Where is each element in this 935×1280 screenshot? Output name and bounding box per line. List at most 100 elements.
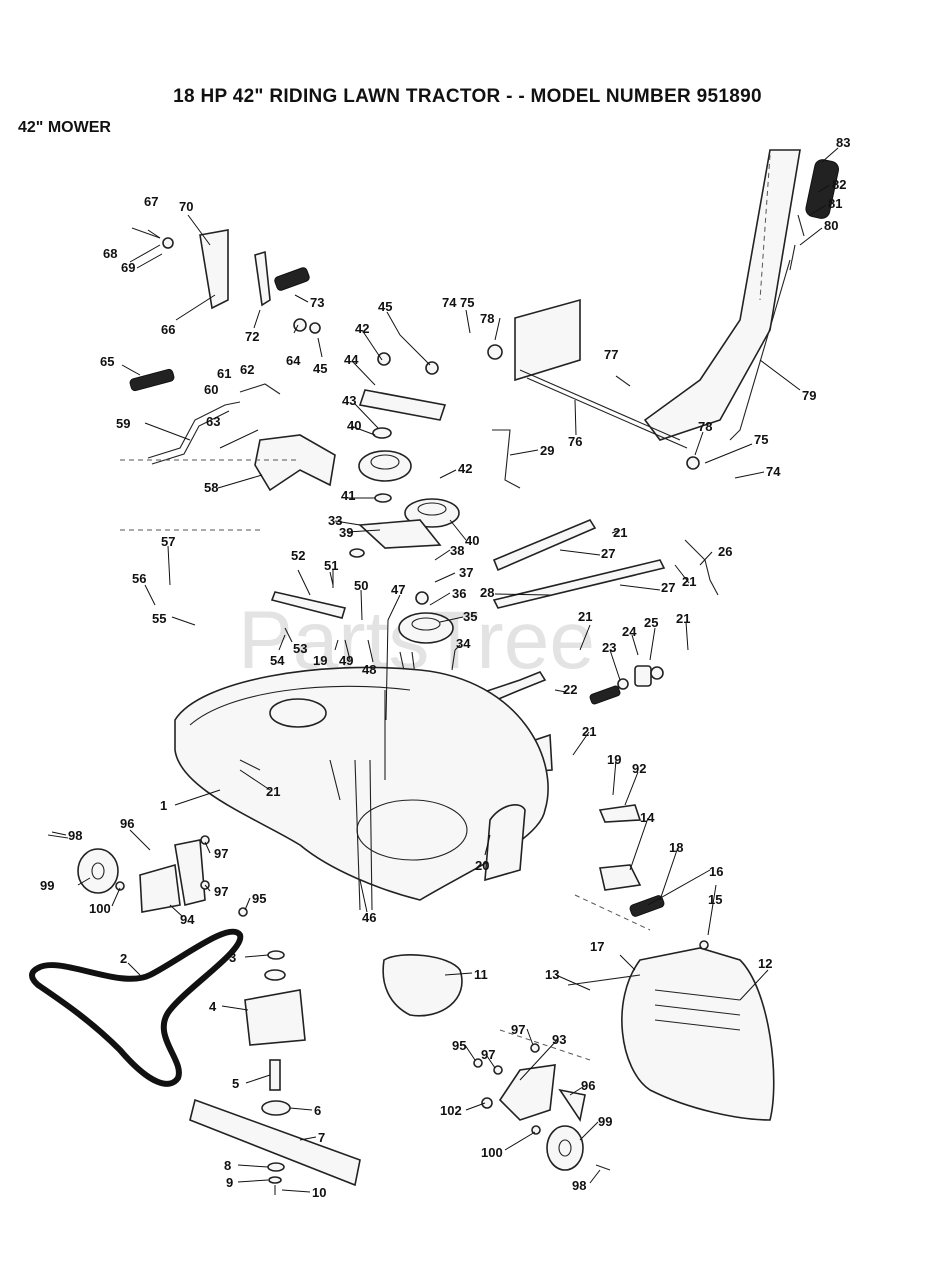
callout-28: 28 xyxy=(480,585,494,600)
callout-48: 48 xyxy=(362,662,376,677)
callout-27-upper: 27 xyxy=(601,546,615,561)
callout-21-deck: 21 xyxy=(266,784,280,799)
callout-40-left: 40 xyxy=(347,418,361,433)
callout-97-right-upper: 97 xyxy=(511,1022,525,1037)
callout-16: 16 xyxy=(709,864,723,879)
callout-97-right-lower: 97 xyxy=(481,1047,495,1062)
callout-5: 5 xyxy=(232,1076,239,1091)
lift-handle-drawing xyxy=(487,149,839,489)
right-gauge-wheel-drawing xyxy=(473,1043,611,1171)
callout-76: 76 xyxy=(568,434,582,449)
callout-44: 44 xyxy=(344,352,359,367)
callout-80: 80 xyxy=(824,218,838,233)
callout-40-right: 40 xyxy=(465,533,479,548)
left-gauge-wheel-drawing xyxy=(47,834,248,917)
callout-11: 11 xyxy=(474,967,488,982)
callout-58: 58 xyxy=(204,480,218,495)
callout-2: 2 xyxy=(120,951,127,966)
callout-83: 83 xyxy=(836,135,850,150)
discharge-chute-drawing xyxy=(382,804,775,1121)
callout-36: 36 xyxy=(452,586,466,601)
callout-43: 43 xyxy=(342,393,356,408)
callout-79: 79 xyxy=(802,388,816,403)
callout-66: 66 xyxy=(161,322,175,337)
callout-27-lower: 27 xyxy=(661,580,675,595)
callout-42-top: 42 xyxy=(355,321,369,336)
callout-39: 39 xyxy=(339,525,353,540)
callout-52: 52 xyxy=(291,548,305,563)
callout-95-left: 95 xyxy=(252,891,266,906)
callout-67: 67 xyxy=(144,194,158,209)
callout-41: 41 xyxy=(341,488,355,503)
callout-99-left: 99 xyxy=(40,878,54,893)
callout-17: 17 xyxy=(590,939,604,954)
callout-93: 93 xyxy=(552,1032,566,1047)
callout-1: 1 xyxy=(160,798,167,813)
callout-21-right-upper: 21 xyxy=(682,574,696,589)
callout-64: 64 xyxy=(286,353,301,368)
callout-68: 68 xyxy=(103,246,117,261)
callout-45-left: 45 xyxy=(313,361,327,376)
callout-50: 50 xyxy=(354,578,368,593)
callout-35: 35 xyxy=(463,609,477,624)
callout-94: 94 xyxy=(180,912,195,927)
callout-102: 102 xyxy=(440,1103,462,1118)
page-title: 18 HP 42" RIDING LAWN TRACTOR - - MODEL … xyxy=(173,86,762,107)
callout-61: 61 xyxy=(217,366,231,381)
page-subtitle: 42" MOWER xyxy=(18,119,111,136)
callout-34: 34 xyxy=(456,636,471,651)
callout-21-lower: 21 xyxy=(582,724,596,739)
callout-12: 12 xyxy=(758,956,772,971)
callout-49: 49 xyxy=(339,653,353,668)
callout-25: 25 xyxy=(644,615,658,630)
callout-59: 59 xyxy=(116,416,130,431)
blade-spindle-drawing xyxy=(189,950,361,1195)
callout-73: 73 xyxy=(310,295,324,310)
callout-21-right: 21 xyxy=(676,611,690,626)
callout-15: 15 xyxy=(708,892,722,907)
callout-26: 26 xyxy=(718,544,732,559)
callout-4: 4 xyxy=(209,999,217,1014)
callout-9: 9 xyxy=(226,1175,233,1190)
callout-63: 63 xyxy=(206,414,220,429)
callout-98-right: 98 xyxy=(572,1178,586,1193)
callout-77: 77 xyxy=(604,347,618,362)
callout-18: 18 xyxy=(669,840,683,855)
callout-60: 60 xyxy=(204,382,218,397)
callout-55: 55 xyxy=(152,611,166,626)
callout-78-right: 78 xyxy=(698,419,712,434)
callout-78-left: 78 xyxy=(480,311,494,326)
callout-22: 22 xyxy=(563,682,577,697)
callout-96-right: 96 xyxy=(581,1078,595,1093)
callout-69: 69 xyxy=(121,260,135,275)
callout-13: 13 xyxy=(545,967,559,982)
callout-72: 72 xyxy=(245,329,259,344)
callout-57: 57 xyxy=(161,534,175,549)
callout-3: 3 xyxy=(229,950,236,965)
center-pulley-drawing xyxy=(270,352,460,676)
callout-19-left: 19 xyxy=(313,653,327,668)
callout-46: 46 xyxy=(362,910,376,925)
callout-82: 82 xyxy=(832,177,846,192)
callout-8: 8 xyxy=(224,1158,231,1173)
callout-47: 47 xyxy=(391,582,405,597)
callout-97-left-lower: 97 xyxy=(214,884,228,899)
callout-10: 10 xyxy=(312,1185,326,1200)
callout-75-left: 75 xyxy=(460,295,474,310)
callout-24: 24 xyxy=(622,624,637,639)
callout-29: 29 xyxy=(540,443,554,458)
callout-56: 56 xyxy=(132,571,146,586)
callout-42-right: 42 xyxy=(458,461,472,476)
callout-53: 53 xyxy=(293,641,307,656)
callout-75-right: 75 xyxy=(754,432,768,447)
callout-21-mid: 21 xyxy=(578,609,592,624)
callout-65: 65 xyxy=(100,354,114,369)
callout-37: 37 xyxy=(459,565,473,580)
callout-20: 20 xyxy=(475,858,489,873)
callout-74-right: 74 xyxy=(766,464,781,479)
upper-left-linkage-drawing xyxy=(120,227,336,531)
callout-95-right: 95 xyxy=(452,1038,466,1053)
callout-70: 70 xyxy=(179,199,193,214)
callout-100-left: 100 xyxy=(89,901,111,916)
